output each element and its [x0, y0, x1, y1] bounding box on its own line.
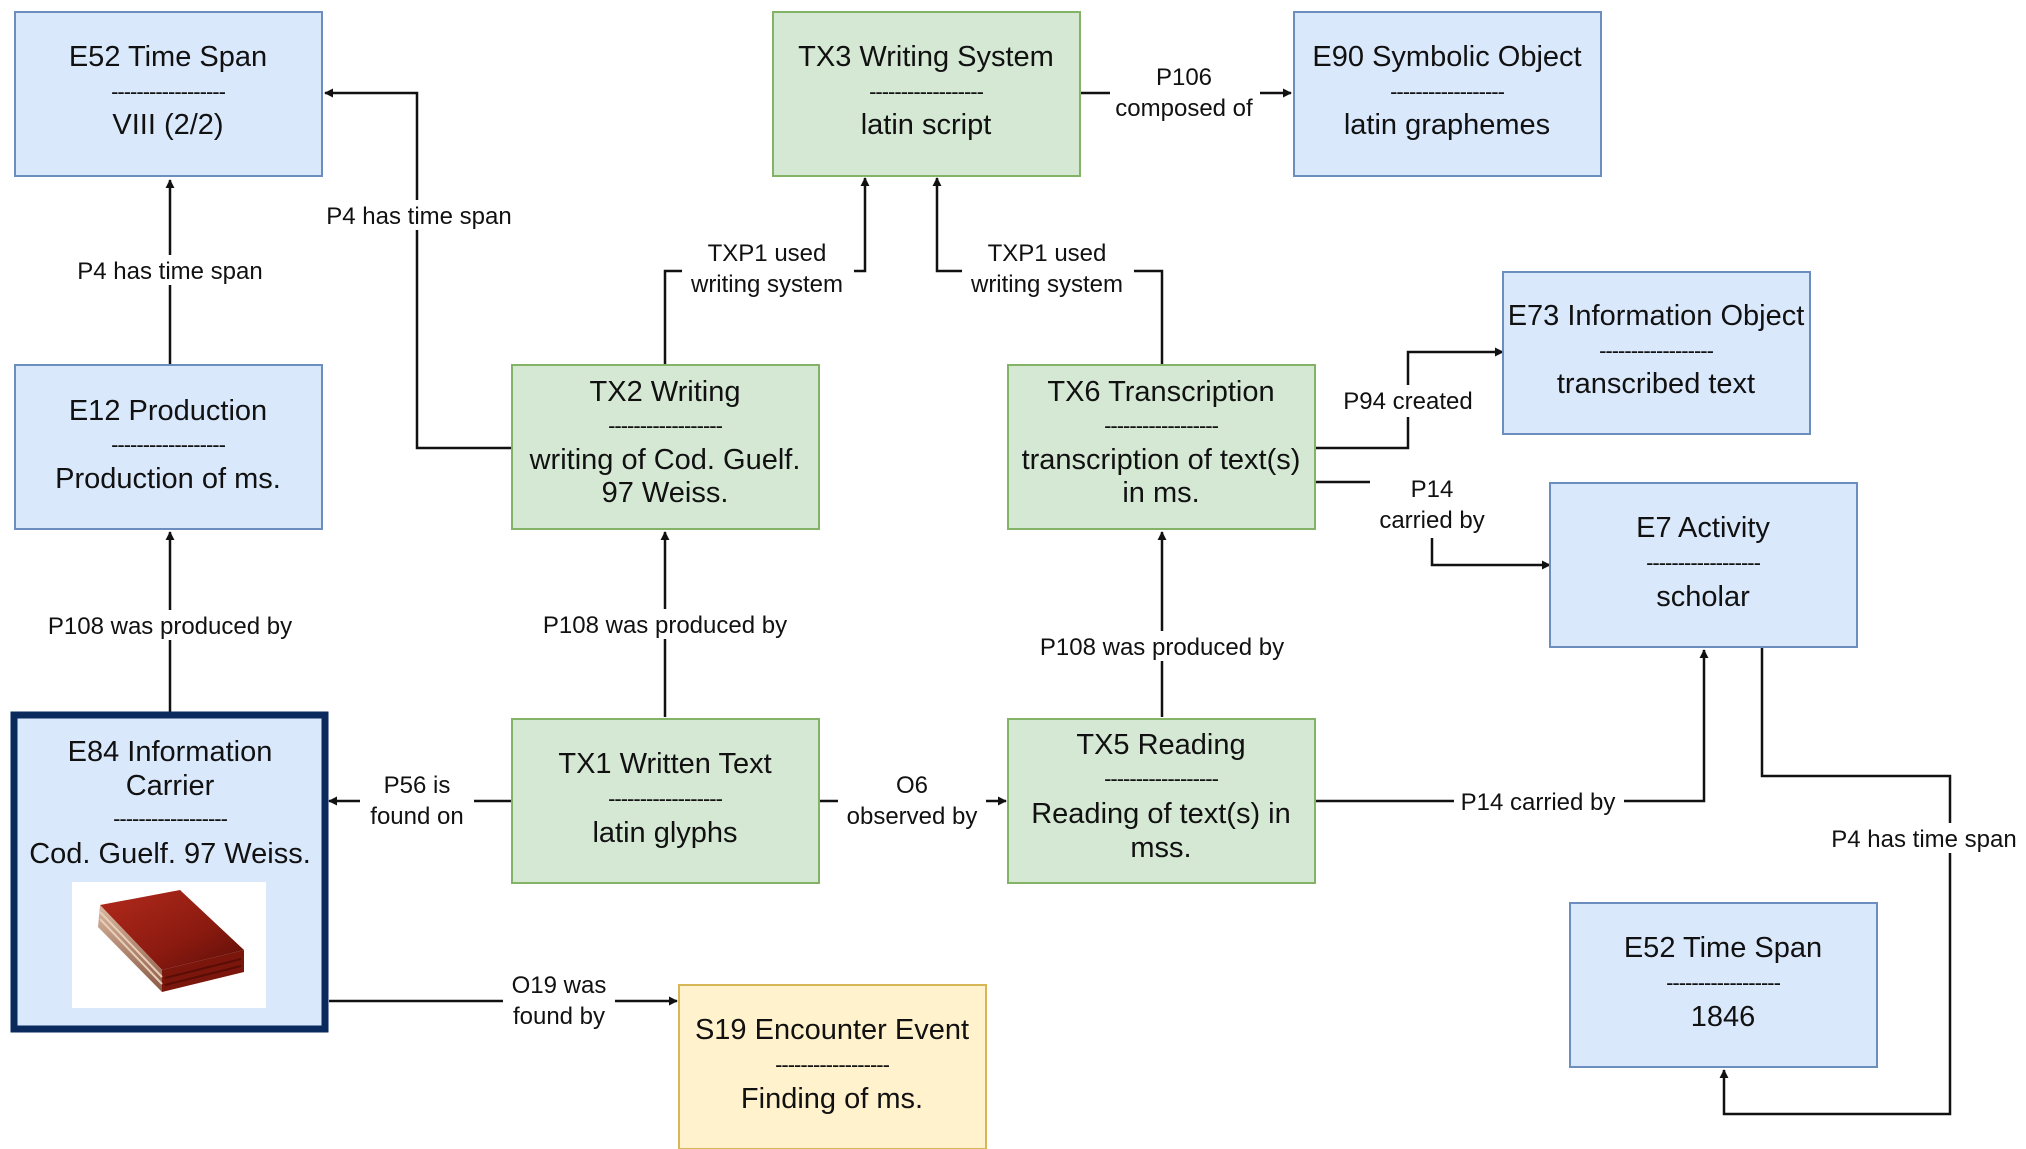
label-p56-line1: P56 is — [384, 772, 451, 799]
node-e12-production: E12 Production ------------------ Produc… — [14, 364, 323, 530]
node-e7-activity: E7 Activity ------------------ scholar — [1549, 482, 1858, 648]
node-title: E73 Information Object — [1508, 300, 1805, 332]
node-separator: ------------------ — [1599, 338, 1714, 363]
edge-e7-to-e52b — [1719, 648, 1952, 1116]
node-value-line1: transcription of text(s) — [1022, 444, 1301, 476]
label-p106-line2: composed of — [1115, 95, 1253, 122]
node-tx2-writing: TX2 Writing ------------------ writing o… — [511, 364, 820, 530]
node-value: latin graphemes — [1344, 109, 1550, 141]
label-p108-tx1: P108 was produced by — [543, 612, 787, 639]
label-p14-tx5: P14 carried by — [1461, 789, 1616, 816]
node-title: E52 Time Span — [1624, 932, 1822, 964]
label-p4-tx2: P4 has time span — [326, 203, 511, 230]
label-p4-e7: P4 has time span — [1831, 826, 2016, 853]
label-txp1-tx2-line2: writing system — [690, 271, 843, 298]
node-title-line1: E84 Information — [68, 736, 273, 768]
node-s19-encounter-event: S19 Encounter Event ------------------ F… — [678, 984, 987, 1149]
label-p108-tx5: P108 was produced by — [1040, 634, 1284, 661]
node-value: Production of ms. — [55, 463, 281, 495]
node-title: E52 Time Span — [69, 41, 267, 73]
label-o6-line1: O6 — [896, 772, 928, 799]
node-tx3-writing-system: TX3 Writing System ------------------ la… — [772, 11, 1081, 177]
node-tx1-written-text: TX1 Written Text ------------------ lati… — [511, 718, 820, 884]
node-value-line2: mss. — [1130, 832, 1191, 864]
node-value: 1846 — [1691, 1001, 1756, 1033]
node-title: TX6 Transcription — [1047, 376, 1274, 408]
node-separator: ------------------ — [1666, 970, 1781, 995]
node-title: TX3 Writing System — [798, 41, 1054, 73]
node-title: TX2 Writing — [590, 376, 741, 408]
node-value: Finding of ms. — [741, 1083, 923, 1115]
node-separator: ------------------ — [608, 413, 723, 438]
edge-tx2-to-e52a — [324, 88, 512, 450]
label-p106-line1: P106 — [1156, 64, 1212, 91]
label-p4-e12: P4 has time span — [77, 258, 262, 285]
label-txp1-tx6-line1: TXP1 used — [988, 240, 1107, 267]
node-title-line2: Carrier — [126, 770, 215, 802]
node-e90-symbolic-object: E90 Symbolic Object ------------------ l… — [1293, 11, 1602, 177]
node-title: TX1 Written Text — [558, 748, 771, 780]
node-title: E90 Symbolic Object — [1312, 41, 1581, 73]
book-icon — [72, 882, 266, 1008]
node-value-line2: 97 Weiss. — [602, 477, 729, 509]
label-p14-tx6-line1: P14 — [1411, 476, 1454, 503]
label-txp1-tx6-line2: writing system — [970, 271, 1123, 298]
label-o6-line2: observed by — [847, 803, 978, 830]
node-value: latin script — [861, 109, 992, 141]
edge-tx5-to-e7 — [1314, 649, 1709, 803]
node-value-line1: Reading of text(s) in — [1031, 798, 1291, 830]
node-separator: ------------------ — [111, 432, 226, 457]
node-value-line2: in ms. — [1122, 477, 1199, 509]
node-e84-information-carrier: E84 Information Carrier ----------------… — [10, 711, 329, 1033]
node-title: TX5 Reading — [1076, 729, 1245, 761]
node-separator: ------------------ — [1646, 550, 1761, 575]
node-value: VIII (2/2) — [112, 109, 223, 141]
node-tx6-transcription: TX6 Transcription ------------------ tra… — [1007, 364, 1316, 530]
node-separator: ------------------ — [113, 806, 228, 831]
node-separator: ------------------ — [1104, 413, 1219, 438]
node-value: Cod. Guelf. 97 Weiss. — [29, 838, 311, 870]
node-e52-time-span-top: E52 Time Span ------------------ VIII (2… — [14, 11, 323, 177]
node-separator: ------------------ — [608, 786, 723, 811]
node-title: E12 Production — [69, 395, 267, 427]
node-e52-time-span-bottom: E52 Time Span ------------------ 1846 — [1569, 902, 1878, 1068]
label-p56-line2: found on — [370, 803, 463, 830]
node-value-line1: writing of Cod. Guelf. — [529, 444, 801, 476]
label-o19-line2: found by — [513, 1003, 605, 1030]
node-value: latin glyphs — [592, 817, 737, 849]
label-p94: P94 created — [1343, 388, 1472, 415]
label-txp1-tx2-line1: TXP1 used — [708, 240, 827, 267]
node-separator: ------------------ — [775, 1052, 890, 1077]
node-value: scholar — [1656, 581, 1750, 613]
node-separator: ------------------ — [111, 79, 226, 104]
node-separator: ------------------ — [1104, 766, 1219, 791]
node-tx5-reading: TX5 Reading ------------------ Reading o… — [1007, 718, 1316, 884]
node-e73-information-object: E73 Information Object -----------------… — [1502, 271, 1811, 435]
label-o19-line1: O19 was — [512, 972, 607, 999]
node-separator: ------------------ — [1390, 79, 1505, 104]
node-title: E7 Activity — [1636, 512, 1770, 544]
edge-labels: P4 has time span P4 has time span P108 w… — [30, 62, 2022, 1032]
node-title: S19 Encounter Event — [695, 1014, 969, 1046]
node-value: transcribed text — [1557, 368, 1755, 400]
node-separator: ------------------ — [869, 79, 984, 104]
label-p14-tx6-line2: carried by — [1379, 507, 1484, 534]
label-p108-e84: P108 was produced by — [48, 613, 292, 640]
